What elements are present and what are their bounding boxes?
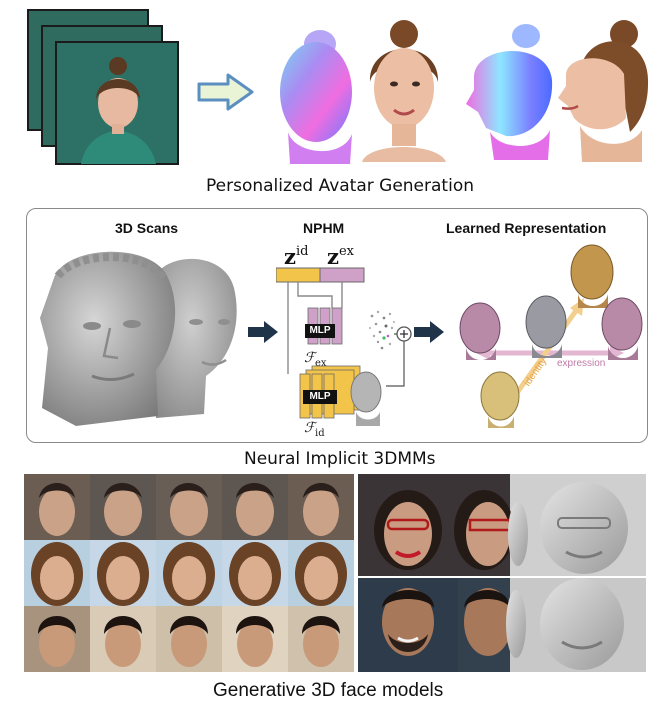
scans-to-nphm-arrow-icon	[248, 321, 278, 343]
deformation-point-cloud	[368, 310, 396, 350]
photo-head-front	[362, 20, 446, 162]
nphm-network-diagram	[276, 267, 412, 426]
z-id-label: zid	[284, 244, 309, 269]
z-ex-code-bar	[319, 267, 365, 283]
generative-section-caption: Generative 3D face models	[213, 680, 444, 701]
normal-map-head-front	[280, 30, 352, 164]
woman-row	[358, 474, 646, 576]
input-video-frames	[27, 9, 179, 165]
generative-face-grid	[24, 474, 354, 672]
z-id-code-bar	[276, 267, 321, 283]
gray-3d-scans	[40, 251, 237, 426]
z-ex-superscript: ex	[338, 244, 354, 259]
identity-mlp-label: MLP	[303, 390, 337, 404]
face-row-2	[24, 540, 354, 606]
learned-representation-title: Learned Representation	[446, 220, 607, 236]
nphm-section-caption: Neural Implicit 3DMMs	[244, 449, 436, 469]
man-row	[358, 578, 646, 672]
face-row-1	[24, 474, 354, 540]
z-id-superscript: id	[295, 244, 309, 259]
head-right-expression	[601, 297, 643, 360]
normal-map-head-profile	[466, 24, 553, 160]
z-ex-label: zex	[327, 244, 354, 269]
head-top-identity	[570, 244, 614, 308]
f-id-subscript: id	[315, 427, 325, 439]
head-center	[525, 295, 567, 358]
textured-and-geometry-faces	[358, 474, 646, 672]
face-row-3	[24, 606, 354, 672]
pipeline-arrow-icon	[197, 73, 254, 111]
nphm-to-representation-arrow-icon	[414, 321, 444, 343]
expression-axis-label: expression	[557, 358, 606, 369]
f-ex-label: ℱex	[304, 350, 327, 369]
f-ex-subscript: ex	[315, 357, 327, 369]
avatar-section-caption: Personalized Avatar Generation	[206, 176, 474, 196]
nphm-title: NPHM	[303, 220, 345, 236]
learned-representation-space	[459, 244, 643, 428]
scans-title: 3D Scans	[115, 220, 179, 236]
canonical-head-shape	[350, 371, 382, 413]
f-id-label: ℱid	[304, 420, 325, 439]
head-left-expression	[459, 302, 501, 360]
expression-mlp-label: MLP	[305, 324, 335, 338]
photo-head-profile	[558, 20, 649, 162]
head-bottom-identity	[480, 371, 520, 428]
